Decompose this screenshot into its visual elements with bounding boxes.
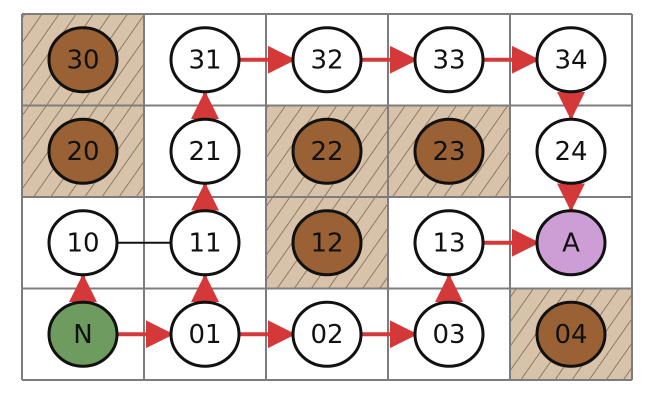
node-20: 20: [47, 117, 119, 185]
node-01: 01: [169, 300, 241, 368]
node-21: 21: [169, 117, 241, 185]
node-circle: [169, 300, 241, 368]
node-circle: [47, 209, 119, 277]
node-32: 32: [291, 26, 363, 94]
node-label: 32: [310, 45, 343, 75]
node-label: 13: [432, 228, 465, 258]
node-label: 12: [310, 228, 343, 258]
node-label: 01: [188, 320, 221, 350]
node-circle: [47, 300, 119, 368]
node-circle: [535, 26, 607, 94]
node-label: 11: [188, 228, 221, 258]
node-22: 22: [291, 117, 363, 185]
node-label: 30: [66, 45, 99, 75]
node-label: A: [562, 228, 580, 258]
node-02: 02: [291, 300, 363, 368]
node-10: 10: [47, 209, 119, 277]
node-34: 34: [535, 26, 607, 94]
node-circle: [413, 209, 485, 277]
node-circle: [291, 117, 363, 185]
node-13: 13: [413, 209, 485, 277]
node-circle: [535, 300, 607, 368]
node-33: 33: [413, 26, 485, 94]
node-circle: [535, 117, 607, 185]
node-label: 24: [554, 137, 587, 167]
node-circle: [47, 26, 119, 94]
node-24: 24: [535, 117, 607, 185]
node-circle: [169, 117, 241, 185]
node-label: 02: [310, 320, 343, 350]
node-circle: [169, 26, 241, 94]
node-label: 10: [66, 228, 99, 258]
node-11: 11: [169, 209, 241, 277]
node-circle: [169, 209, 241, 277]
node-04: 04: [535, 300, 607, 368]
node-label: 23: [432, 137, 465, 167]
node-label: 34: [554, 45, 587, 75]
node-30: 30: [47, 26, 119, 94]
node-circle: [291, 209, 363, 277]
node-12: 12: [291, 209, 363, 277]
node-circle: [413, 117, 485, 185]
node-circle: [535, 209, 607, 277]
node-circle: [291, 300, 363, 368]
edges-layer: [69, 45, 585, 349]
node-label: 22: [310, 137, 343, 167]
node-circle: [413, 26, 485, 94]
node-label: 31: [188, 45, 221, 75]
node-n: N: [47, 300, 119, 368]
node-a: A: [535, 209, 607, 277]
node-label: 20: [66, 137, 99, 167]
node-label: N: [73, 320, 92, 350]
node-circle: [291, 26, 363, 94]
node-31: 31: [169, 26, 241, 94]
node-label: 04: [554, 320, 587, 350]
nodes-layer: 30 31 32 33 34 20 21 22 23 24 10 11 12 13 A N 01 02 03 04: [47, 26, 607, 368]
node-circle: [413, 300, 485, 368]
node-label: 33: [432, 45, 465, 75]
node-label: 21: [188, 137, 221, 167]
node-label: 03: [432, 320, 465, 350]
node-circle: [47, 117, 119, 185]
node-23: 23: [413, 117, 485, 185]
node-03: 03: [413, 300, 485, 368]
grid-lines: [21, 13, 633, 381]
